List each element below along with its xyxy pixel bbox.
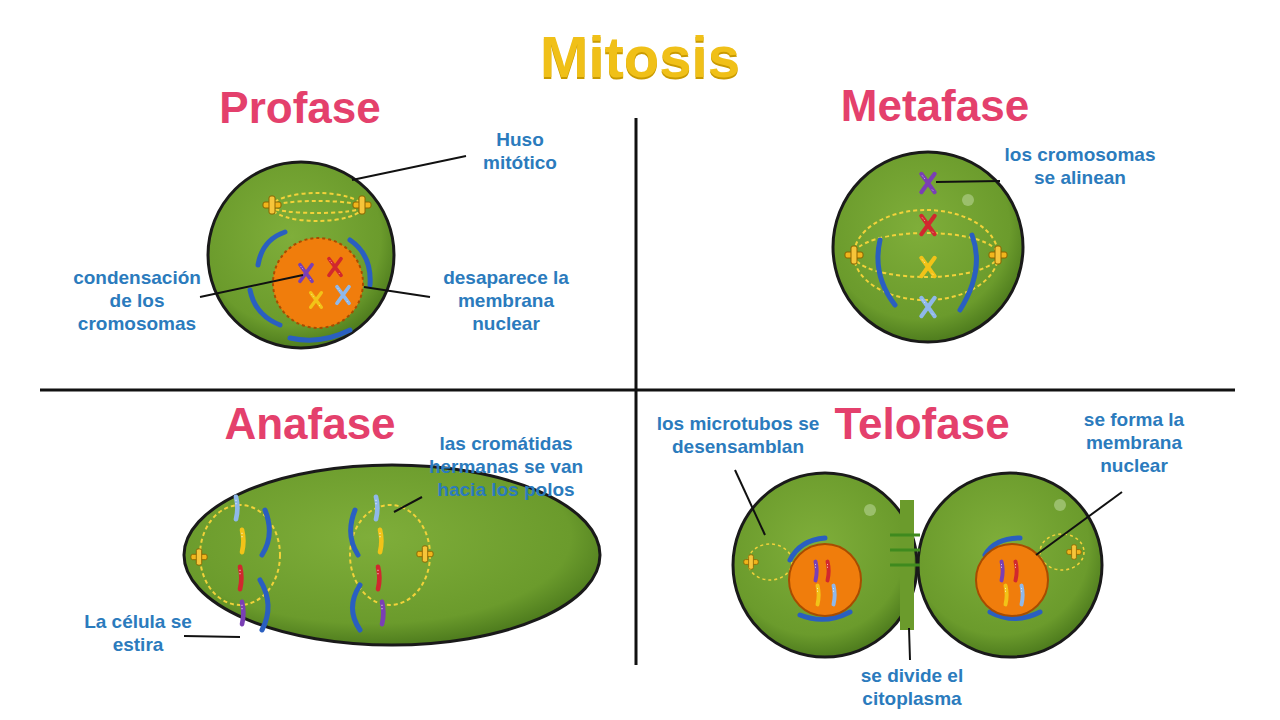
callout-label: los microtubos se desensamblan — [649, 412, 827, 458]
phase-heading: Telofase — [792, 402, 1052, 446]
callout-label: los cromosomas se alinean — [994, 143, 1166, 189]
callout-label: desaparece la membrana nuclear — [428, 266, 584, 336]
callout-label: condensación de los cromosomas — [63, 266, 211, 336]
callout-label: las cromátidas hermanas se van hacia los… — [427, 432, 585, 502]
callout-label: se forma la membrana nuclear — [1063, 408, 1205, 478]
callout-label: se divide el citoplasma — [846, 664, 978, 710]
callout-label: La célula se estira — [83, 610, 193, 656]
diagram-title: Mitosis — [440, 28, 840, 86]
phase-heading: Anafase — [180, 402, 440, 446]
callout-label: Huso mitótico — [460, 128, 580, 174]
phase-heading: Metafase — [805, 84, 1065, 128]
phase-heading: Profase — [170, 86, 430, 130]
